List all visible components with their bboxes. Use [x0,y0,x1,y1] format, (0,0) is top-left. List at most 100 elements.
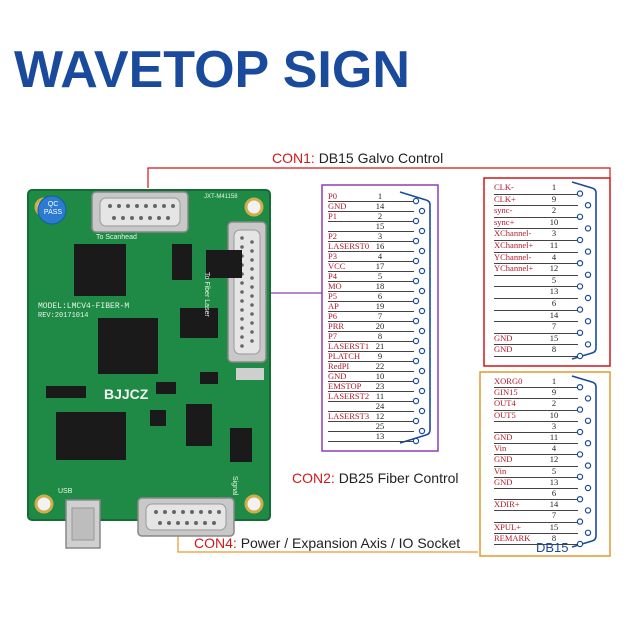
pin-lead-line [494,321,578,323]
pin-number: 17 [375,261,385,271]
pin-name: LASERST0 [328,241,370,251]
pin-name: XDIR+ [494,499,520,510]
pin-row: 15 [328,222,428,232]
pin-lead-line [328,421,414,422]
pin-number: 15 [549,332,559,343]
pin-row: 14 [494,311,594,323]
pin-lead-line [494,332,578,334]
pin-lead-line [328,201,414,202]
pin-lead-line [494,274,578,276]
pin-row: 5 [494,274,594,288]
pin-name: sync- [494,205,513,216]
qc-pass-sticker: QC PASS [43,201,63,216]
pin-name: OUT4 [494,398,516,409]
pin-name: P0 [328,191,337,201]
pin-number: 9 [551,193,557,204]
pin-circle [418,387,426,395]
pin-number: 4 [551,443,557,454]
pin-row: 6 [494,489,594,501]
pin-number: 24 [375,401,385,411]
pin-number: 14 [375,201,385,211]
pin-number: 15 [549,521,559,532]
pin-number: 23 [375,381,385,391]
io-connector-label: DB15 [536,540,569,555]
pin-circle [584,395,592,402]
pin-lead-line [328,361,414,362]
pin-name: GND [494,332,513,343]
pin-lead-line [328,241,414,242]
pin-lead-line [328,331,414,332]
pin-circle [412,217,420,225]
pin-circle [412,357,420,365]
pin-number: 13 [549,476,559,487]
con2-label: CON2: DB25 Fiber Control [292,470,459,486]
pin-number: 8 [551,532,557,543]
pin-row: YChannel-4 [494,253,594,265]
pin-number: 2 [551,205,557,216]
pin-number: 20 [375,321,385,331]
con1-label: CON1: DB15 Galvo Control [272,150,444,166]
pin-number: 5 [551,274,557,285]
pin-row: 7 [494,322,594,334]
pin-row: 25 [328,422,428,432]
pin-lead-line [328,291,414,292]
pin-name: Vin [494,443,507,454]
pin-row: sync- 2 [494,205,594,218]
pin-name: GND [494,344,513,355]
pin-number: 12 [549,263,559,274]
pin-circle [412,297,420,305]
pin-lead-line [494,263,578,265]
pin-row: 3 [494,420,594,433]
pin-row: 6 [494,299,594,311]
pcb-board [27,189,271,549]
pin-circle [412,437,420,445]
pin-lead-line [494,532,578,534]
pin-name: OUT5 [494,409,516,420]
pin-lead-line [328,211,414,212]
pin-circle [412,317,420,325]
pin-lead-line [328,341,414,342]
pin-lead-line [494,309,578,311]
pin-circle [412,197,420,205]
pin-lead-line [494,216,578,218]
pin-lead-line [328,351,414,352]
pin-number: 3 [551,420,557,431]
pin-name: XORG0 [494,376,523,386]
pin-name: CLK+ [494,193,516,204]
pin-number: 8 [551,344,557,355]
pin-circle [412,237,420,245]
pin-number: 6 [377,291,383,301]
pin-circle [584,529,592,537]
pin-circle [412,377,420,385]
pin-circle [418,327,426,335]
pin-circle [418,247,426,255]
pin-name: P5 [328,291,337,301]
pin-lead-line [328,371,414,372]
brand-logo: WAVETOP SIGN [14,41,410,99]
db25-shell-outline [399,191,431,444]
pin-number: 2 [551,398,557,409]
pin-circle [412,337,420,345]
pin-name: GIN15 [494,387,518,398]
pin-number: 11 [549,432,559,442]
pin-lead-line [494,344,578,346]
pin-lead-line [494,239,578,241]
pin-row: Vin 4 [494,443,594,456]
pin-row: GND 8 [494,344,594,357]
pin-name: MO [328,281,342,291]
pin-number: 7 [551,510,557,521]
pin-circle [418,207,426,215]
pin-number: 3 [377,231,383,241]
board-laser-label: To Fiber Laser [203,272,210,317]
pin-name: XPUL+ [494,521,521,532]
pin-lead-line [494,297,578,299]
